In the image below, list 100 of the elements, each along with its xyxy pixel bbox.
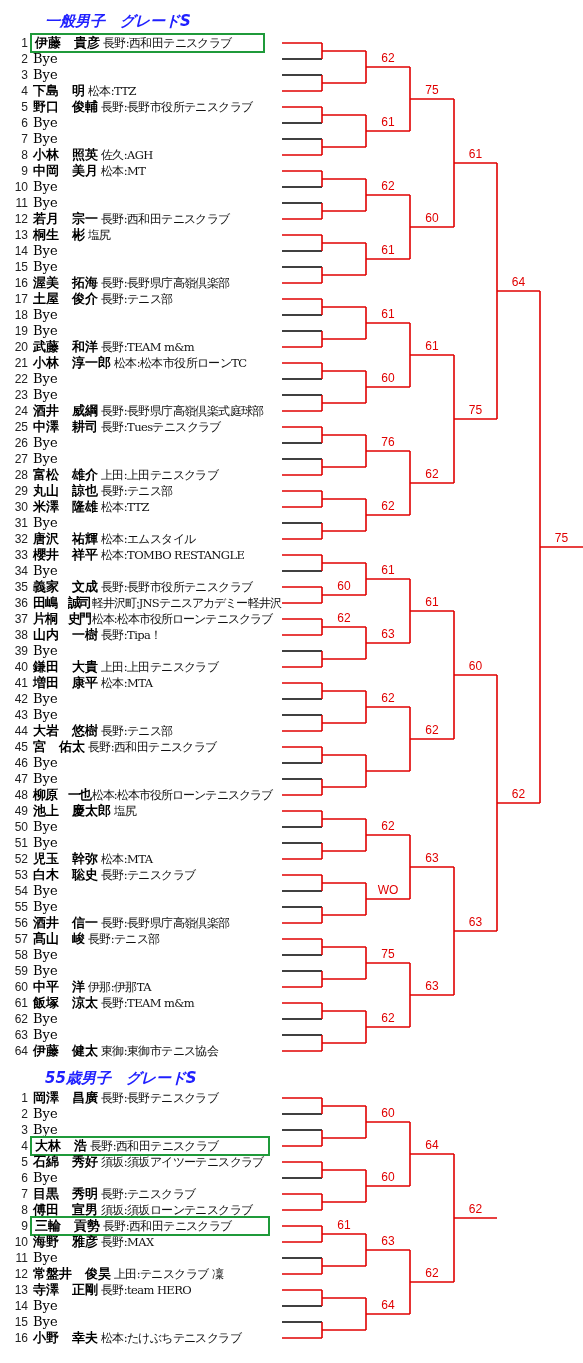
entry-number: 55	[13, 899, 28, 915]
highlight-box	[30, 1136, 270, 1156]
entry-number: 52	[13, 851, 28, 867]
entry-number: 2	[20, 51, 28, 67]
player-name: 義家 文成	[33, 579, 98, 595]
player-name: 土屋 俊介	[33, 291, 98, 307]
club-name: 松本:松本市役所ローンテニスクラブ	[91, 611, 273, 627]
entry-number: 37	[13, 611, 28, 627]
club-name: 松本:TTZ	[101, 499, 149, 515]
entry-number: 61	[13, 995, 28, 1011]
player-name: 若月 宗一	[33, 211, 98, 227]
club-name: 長野:西和田テニスクラブ	[103, 1218, 232, 1234]
entry-number: 45	[13, 739, 28, 755]
match-score: 63	[424, 979, 440, 993]
match-score: 61	[467, 147, 484, 161]
club-name: 松本:MTA	[101, 675, 153, 691]
entry-number: 16	[13, 275, 28, 291]
entry-number: 50	[13, 819, 28, 835]
player-name: 中岡 美月	[33, 163, 98, 179]
entry-number: 25	[13, 419, 28, 435]
entry-number: 53	[13, 867, 28, 883]
player-name: 寺澤 正剛	[33, 1282, 98, 1298]
match-score: 61	[380, 115, 396, 129]
match-score: 60	[380, 371, 396, 385]
match-score: 62	[380, 1011, 396, 1025]
entry-number: 9	[20, 1218, 28, 1234]
player-name: 大林 浩	[35, 1137, 87, 1155]
player-name: 岡澤 昌廣	[33, 1090, 98, 1106]
match-score: 64	[424, 1138, 440, 1152]
club-name: 塩尻	[88, 227, 111, 243]
club-name: 松本:TTZ	[88, 83, 136, 99]
club-name: 長野:TEAM m&m	[101, 339, 195, 355]
player-name: 米澤 隆雄	[33, 499, 98, 515]
match-score: 62	[380, 499, 396, 513]
match-score: 62	[424, 467, 440, 481]
club-name: 長野:テニス部	[101, 723, 173, 739]
section-title: 55歳男子 グレードS	[45, 1069, 197, 1087]
entry-number: 7	[20, 131, 28, 147]
player-name: 中平 洋	[33, 979, 85, 995]
match-score: 62	[380, 51, 396, 65]
entry-number: 48	[13, 787, 28, 803]
entry-number: 39	[13, 643, 28, 659]
entry-number: 17	[13, 291, 28, 307]
bye-label: Bye	[33, 1011, 58, 1027]
match-score: 60	[467, 659, 484, 673]
entry-number: 31	[13, 515, 28, 531]
club-name: 伊那:伊那TA	[88, 979, 152, 995]
club-name: 佐久:AGH	[101, 147, 153, 163]
entry-number: 58	[13, 947, 28, 963]
match-score: 61	[424, 595, 440, 609]
club-name: 上田:テニスクラブ 凜	[114, 1266, 223, 1282]
match-score: 62	[336, 611, 352, 625]
player-name: 伊藤 健太	[33, 1043, 98, 1059]
entry-number: 35	[13, 579, 28, 595]
club-name: 松本:松本市役所ローンテニスクラブ	[91, 787, 273, 803]
entry-number: 15	[13, 259, 28, 275]
entry-number: 57	[13, 931, 28, 947]
club-name: 長野:MAX	[101, 1234, 154, 1250]
match-score: 63	[380, 627, 396, 641]
entry-number: 6	[20, 1170, 28, 1186]
player-name: 髙山 峻	[33, 931, 85, 947]
entry-number: 54	[13, 883, 28, 899]
bye-label: Bye	[33, 307, 58, 323]
entry-number: 1	[20, 1090, 28, 1106]
bye-label: Bye	[33, 1314, 58, 1330]
club-name: 塩尻	[114, 803, 137, 819]
entry-number: 34	[13, 563, 28, 579]
club-name: 長野:テニスクラブ	[101, 1186, 196, 1202]
club-name: 松本:MT	[101, 163, 146, 179]
bye-label: Bye	[33, 371, 58, 387]
club-name: 長野:長野県庁高嶺倶楽部	[101, 275, 230, 291]
entry-number: 4	[20, 83, 28, 99]
match-score: 61	[424, 339, 440, 353]
bye-label: Bye	[33, 947, 58, 963]
bye-label: Bye	[33, 883, 58, 899]
club-name: 長野:西和田テニスクラブ	[101, 211, 230, 227]
entry-number: 23	[13, 387, 28, 403]
club-name: 松本:たけぶちテニスクラブ	[101, 1330, 242, 1346]
entry-number: 32	[13, 531, 28, 547]
club-name: 須坂:須坂アイツーテニスクラブ	[101, 1154, 264, 1170]
match-score: 64	[380, 1298, 396, 1312]
entry-number: 2	[20, 1106, 28, 1122]
club-name: 長野:テニス部	[101, 483, 173, 499]
player-name: 柳原 一也	[33, 787, 91, 803]
entry-number: 11	[14, 195, 28, 211]
bye-label: Bye	[33, 1298, 58, 1314]
match-score: 61	[380, 563, 396, 577]
player-name: 桐生 彬	[33, 227, 85, 243]
bye-label: Bye	[33, 131, 58, 147]
player-name: 伊藤 貴彦	[35, 34, 100, 52]
entry-number: 10	[13, 179, 28, 195]
bye-label: Bye	[33, 1170, 58, 1186]
player-name: 酒井 信一	[33, 915, 98, 931]
club-name: 長野:西和田テニスクラブ	[103, 35, 232, 51]
entry-number: 36	[13, 595, 28, 611]
entry-number: 56	[13, 915, 28, 931]
bye-label: Bye	[33, 1250, 58, 1266]
match-score: 75	[424, 83, 440, 97]
entry-number: 12	[13, 211, 28, 227]
match-score: 61	[336, 1218, 352, 1232]
